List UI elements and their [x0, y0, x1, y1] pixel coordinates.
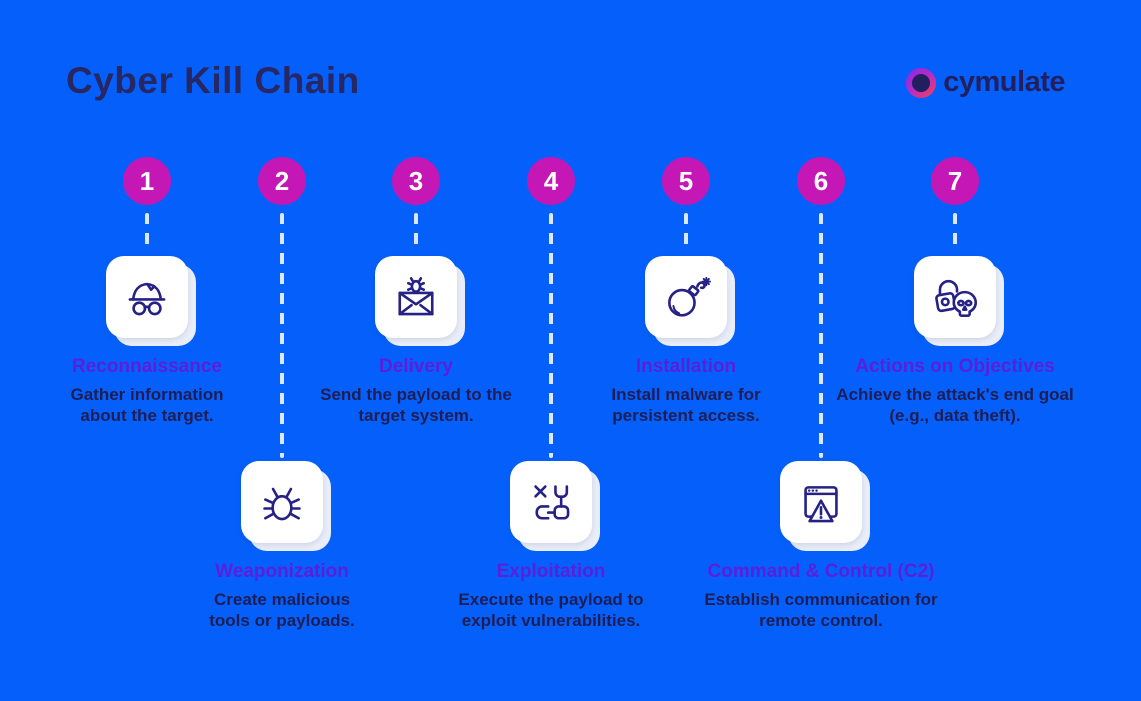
step-title: Installation	[635, 356, 737, 377]
dashed-connector	[414, 213, 418, 253]
cymulate-logo-inner-ring	[912, 73, 931, 92]
bug-icon	[256, 476, 308, 528]
icon-card	[510, 461, 592, 543]
step-title: Exploitation	[496, 561, 606, 582]
icon-card	[780, 461, 862, 543]
icon-card	[241, 461, 323, 543]
step-number-badge: 1	[123, 157, 171, 205]
step-number-badge: 3	[392, 157, 440, 205]
cymulate-wordmark: cymulate	[943, 66, 1065, 98]
step-title: Reconnaissance	[72, 356, 222, 377]
dashed-connector	[819, 213, 823, 458]
skull-and-lock-icon	[929, 271, 981, 323]
step-title: Delivery	[379, 356, 453, 377]
cymulate-logo: cymulate	[906, 66, 1065, 99]
page-title: Cyber Kill Chain	[66, 60, 360, 101]
dashed-connector	[549, 213, 553, 458]
icon-card	[375, 256, 457, 338]
step-description: Achieve the attack's end goal (e.g., dat…	[836, 385, 1074, 426]
step-title: Weaponization	[215, 561, 349, 582]
step-description: Execute the payload to exploit vulnerabi…	[458, 590, 644, 631]
step-number-badge: 7	[931, 157, 979, 205]
browser-warning-icon	[795, 476, 847, 528]
step-number-badge: 4	[527, 157, 575, 205]
cymulate-logo-icon	[906, 67, 937, 98]
broken-chain-nodes-icon	[525, 476, 577, 528]
dashed-connector	[280, 213, 284, 458]
step-description: Send the payload to the target system.	[320, 385, 512, 426]
dashed-connector	[684, 213, 688, 253]
step-number-badge: 2	[258, 157, 306, 205]
dashed-connector	[953, 213, 957, 253]
step-title: Command & Control (C2)	[707, 561, 935, 582]
email-with-bug-icon	[390, 271, 442, 323]
dashed-connector	[145, 213, 149, 253]
step-description: Install malware for persistent access.	[611, 385, 761, 426]
bomb-icon	[660, 271, 712, 323]
step-description: Gather information about the target.	[70, 385, 224, 426]
icon-card	[914, 256, 996, 338]
step-number-badge: 5	[662, 157, 710, 205]
step-description: Create malicious tools or payloads.	[209, 590, 355, 631]
incognito-spy-icon	[121, 271, 173, 323]
step-description: Establish communication for remote contr…	[704, 590, 938, 631]
icon-card	[645, 256, 727, 338]
step-number-badge: 6	[797, 157, 845, 205]
step-title: Actions on Objectives	[855, 356, 1055, 377]
icon-card	[106, 256, 188, 338]
